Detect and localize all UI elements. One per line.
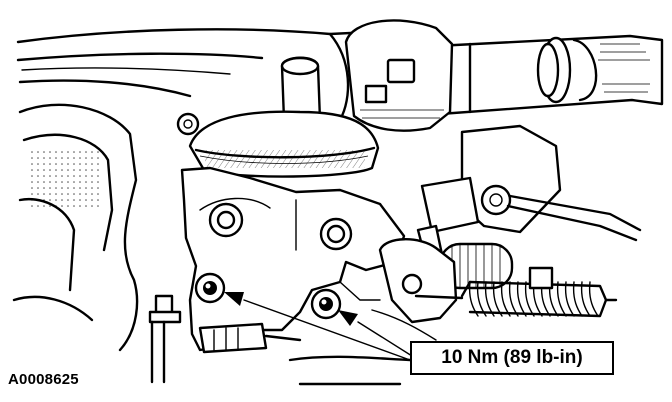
figure-id-label: A0008625 [8,371,79,388]
torque-bolt-right [310,288,342,320]
upper-manifold [16,28,412,122]
return-spring [460,266,618,318]
valve-housing [176,110,380,178]
fuel-rail-tube [434,34,664,116]
bracket-bolt-upper-right [319,217,353,251]
lower-hoses [288,309,437,386]
torque-spec-callout: 10 Nm (89 lb-in) [410,341,614,375]
torque-spec-text: 10 Nm (89 lb-in) [441,347,583,368]
torque-bolt-left [194,272,226,304]
throttle-lever [378,238,464,324]
throttle-linkage [416,124,642,270]
leader-line-right [338,310,413,357]
bracket-bolt-upper-left [208,202,244,238]
vacuum-port [280,56,322,122]
upper-connector [344,19,454,132]
tube-fitting [198,322,302,354]
lower-stud [148,294,182,384]
leader-line-left [224,292,411,361]
mounting-bracket [180,166,406,352]
left-casting [12,103,139,352]
